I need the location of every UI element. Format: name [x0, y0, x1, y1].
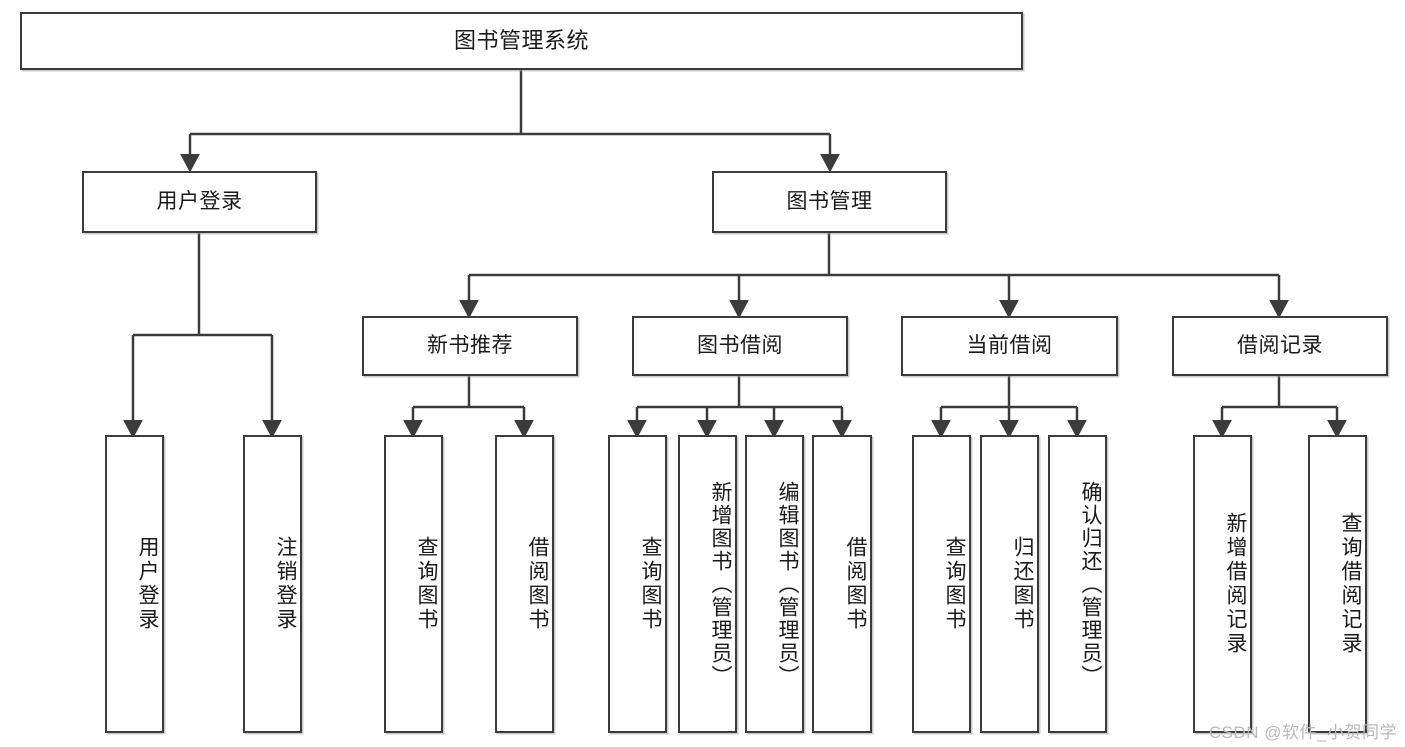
leaf-label: 借阅图书	[526, 536, 549, 632]
leaf-label: 注销登录	[274, 536, 297, 632]
leaf-current-borrow-return-book[interactable]: 归还图书	[980, 435, 1039, 733]
leaf-label: 查询借阅记录	[1339, 512, 1362, 656]
leaf-user-login-logout[interactable]: 注销登录	[243, 435, 302, 733]
node-book-borrow[interactable]: 图书借阅	[632, 316, 848, 376]
leaf-label: 新增借阅记录	[1224, 512, 1247, 656]
leaf-label: 用户登录	[136, 536, 159, 632]
leaf-book-borrow-query-book[interactable]: 查询图书	[608, 435, 667, 733]
node-user-login[interactable]: 用户登录	[82, 171, 317, 233]
leaf-label: 确认归还（管理员）	[1079, 480, 1102, 688]
leaf-label: 归还图书	[1011, 536, 1034, 632]
leaf-label: 查询图书	[415, 536, 438, 632]
node-root-system[interactable]: 图书管理系统	[20, 12, 1023, 70]
csdn-watermark: CSDN @软件_小贺同学	[1208, 723, 1397, 742]
node-book-management[interactable]: 图书管理	[712, 171, 947, 233]
leaf-book-borrow-edit-book-admin[interactable]: 编辑图书（管理员）	[745, 435, 804, 733]
leaf-new-book-borrow-book[interactable]: 借阅图书	[495, 435, 554, 733]
leaf-current-borrow-query-book[interactable]: 查询图书	[912, 435, 971, 733]
node-borrow-record[interactable]: 借阅记录	[1172, 316, 1388, 376]
leaf-label: 借阅图书	[844, 536, 867, 632]
leaf-label: 查询图书	[639, 536, 662, 632]
node-new-book-recommend[interactable]: 新书推荐	[362, 316, 578, 376]
leaf-label: 查询图书	[943, 536, 966, 632]
leaf-book-borrow-add-book-admin[interactable]: 新增图书（管理员）	[678, 435, 737, 733]
leaf-label: 新增图书（管理员）	[709, 480, 732, 688]
leaf-current-borrow-confirm-return-admin[interactable]: 确认归还（管理员）	[1048, 435, 1107, 733]
leaf-book-borrow-borrow-book[interactable]: 借阅图书	[812, 435, 872, 733]
leaf-label: 编辑图书（管理员）	[776, 480, 799, 688]
leaf-borrow-record-add-record[interactable]: 新增借阅记录	[1193, 435, 1252, 733]
leaf-borrow-record-query-record[interactable]: 查询借阅记录	[1308, 435, 1367, 733]
leaf-new-book-query-book[interactable]: 查询图书	[384, 435, 443, 733]
leaf-user-login-login[interactable]: 用户登录	[105, 435, 164, 733]
node-current-borrow[interactable]: 当前借阅	[901, 316, 1118, 376]
